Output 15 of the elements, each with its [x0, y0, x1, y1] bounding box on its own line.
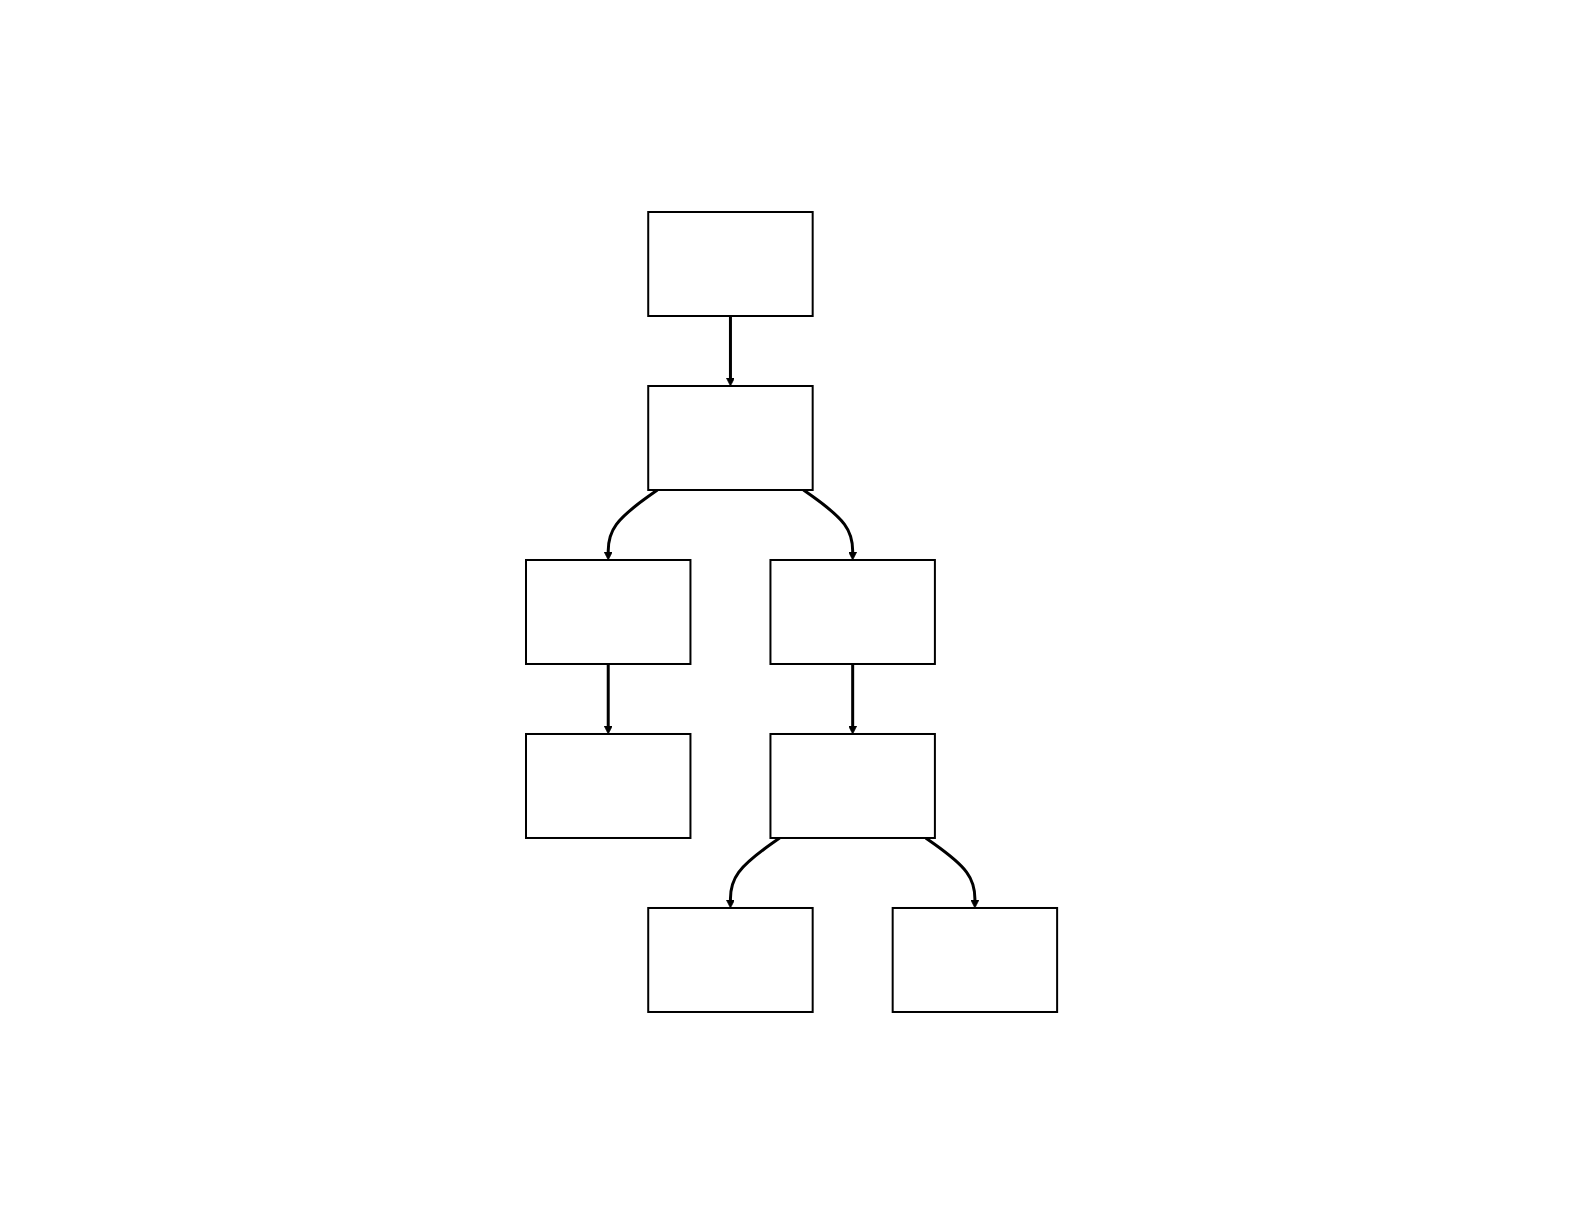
- arrow: [848, 664, 858, 735]
- node-box: [525, 733, 692, 839]
- arrow: [604, 664, 614, 735]
- node-box: [647, 907, 815, 1013]
- node-box: [647, 211, 815, 317]
- arrow: [726, 316, 736, 387]
- arrow: [925, 836, 980, 909]
- node-box: [525, 559, 692, 665]
- arrow: [604, 488, 659, 561]
- arrow: [803, 488, 858, 561]
- node-box: [892, 907, 1059, 1013]
- node-box: [769, 733, 937, 839]
- node-box: [647, 385, 815, 491]
- node-box: [769, 559, 937, 665]
- arrow: [726, 836, 781, 909]
